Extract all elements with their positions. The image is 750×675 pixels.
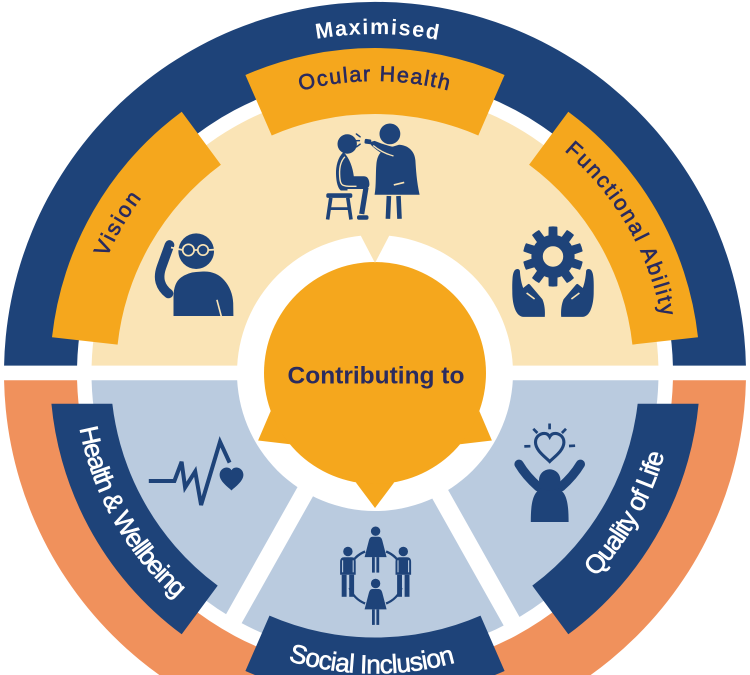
svg-text:Contributing to: Contributing to xyxy=(288,363,465,390)
svg-text:Ocular Health: Ocular Health xyxy=(296,62,454,96)
